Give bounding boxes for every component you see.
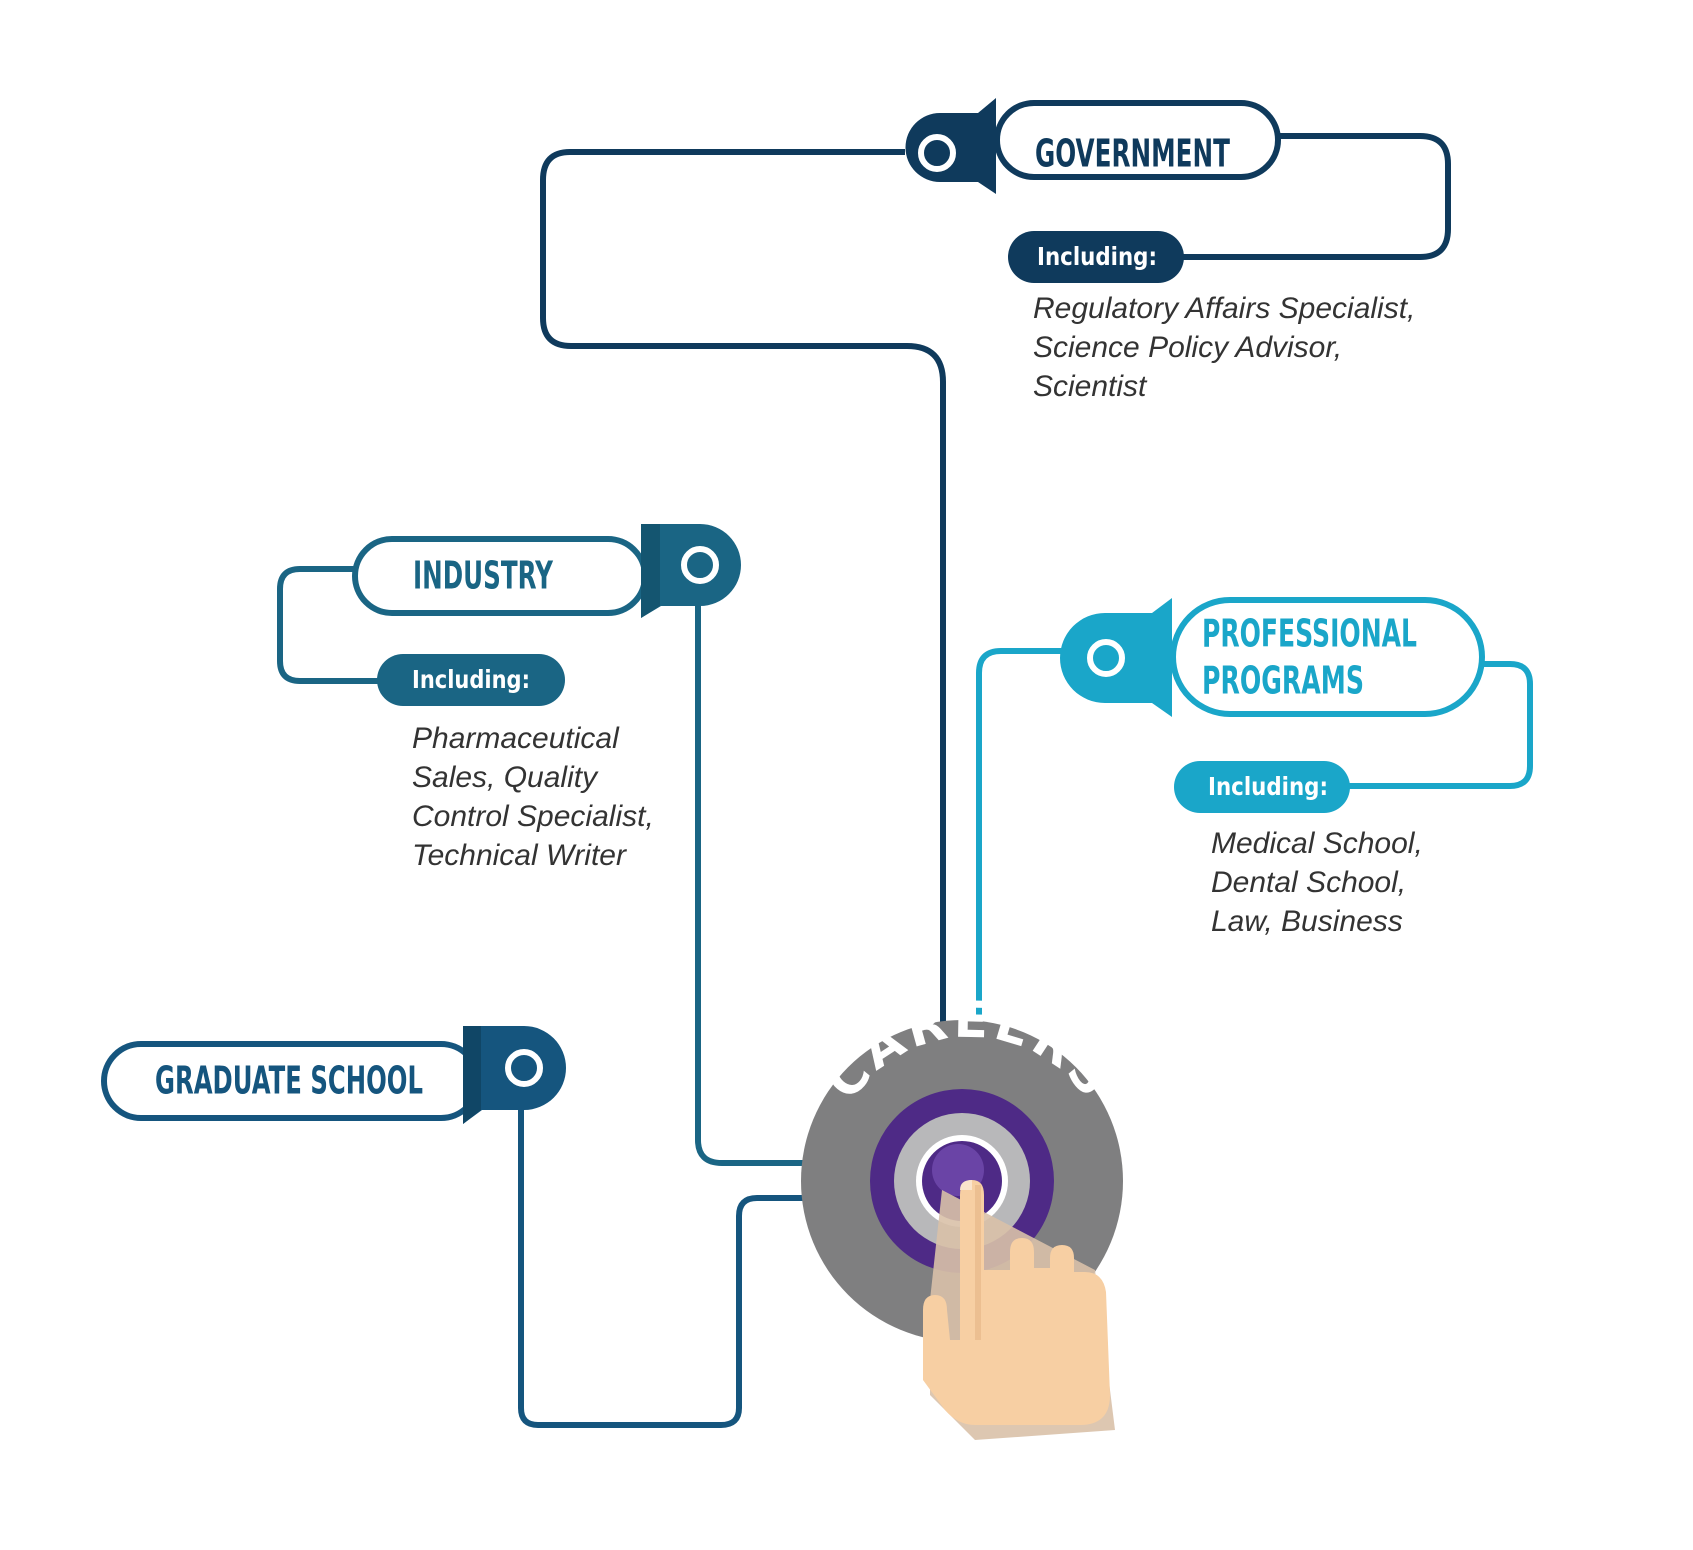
government-item: Scientist xyxy=(1033,370,1148,403)
industry-item: Control Specialist, xyxy=(412,800,654,833)
professional-connector xyxy=(976,648,1070,1150)
government-item: Science Policy Advisor, xyxy=(1033,331,1342,364)
graduate-label: GRADUATE SCHOOL xyxy=(101,1026,566,1124)
industry-items: Pharmaceutical Sales, Quality Control Sp… xyxy=(412,722,654,872)
professional-item: Law, Business xyxy=(1211,905,1403,938)
government-label: GOVERNMENT xyxy=(905,98,1281,194)
graduate-node-icon xyxy=(505,1049,543,1087)
government-items: Regulatory Affairs Specialist, Science P… xyxy=(1033,292,1415,403)
industry-item: Sales, Quality xyxy=(412,761,599,794)
professional-including-connector xyxy=(1330,661,1533,789)
industry-label: INDUSTRY xyxy=(352,524,741,618)
professional-item: Dental School, xyxy=(1211,866,1406,899)
graduate-title: GRADUATE SCHOOL xyxy=(155,1059,423,1103)
professional-items: Medical School, Dental School, Law, Busi… xyxy=(1211,827,1423,938)
government-connector xyxy=(540,149,946,1150)
professional-including-label: Including: xyxy=(1208,772,1328,801)
graduate-connector xyxy=(518,1065,880,1428)
industry-connector xyxy=(695,563,880,1166)
industry-including-label: Including: xyxy=(412,665,530,694)
government-including-pill: Including: xyxy=(1008,231,1184,283)
professional-item: Medical School, xyxy=(1211,827,1423,860)
industry-including-pill: Including: xyxy=(377,654,565,706)
pointing-hand-icon xyxy=(923,1180,1115,1440)
industry-item: Technical Writer xyxy=(412,839,627,872)
professional-title-line1: PROFESSIONAL xyxy=(1202,612,1417,656)
government-including-label: Including: xyxy=(1037,242,1157,271)
professional-title-line2: PROGRAMS xyxy=(1202,659,1364,703)
industry-title: INDUSTRY xyxy=(413,554,553,598)
professional-including-pill: Including: xyxy=(1174,761,1350,813)
government-node-icon xyxy=(918,134,956,172)
government-item: Regulatory Affairs Specialist, xyxy=(1033,292,1415,325)
professional-label: PROFESSIONAL PROGRAMS xyxy=(1060,597,1485,717)
industry-item: Pharmaceutical xyxy=(412,722,620,755)
careers-button: CAREERS xyxy=(801,991,1123,1342)
industry-including-connector xyxy=(277,566,390,684)
professional-node-icon xyxy=(1087,639,1125,677)
industry-node-icon xyxy=(681,546,719,584)
government-including-connector xyxy=(1170,133,1451,260)
government-title: GOVERNMENT xyxy=(1035,132,1230,176)
